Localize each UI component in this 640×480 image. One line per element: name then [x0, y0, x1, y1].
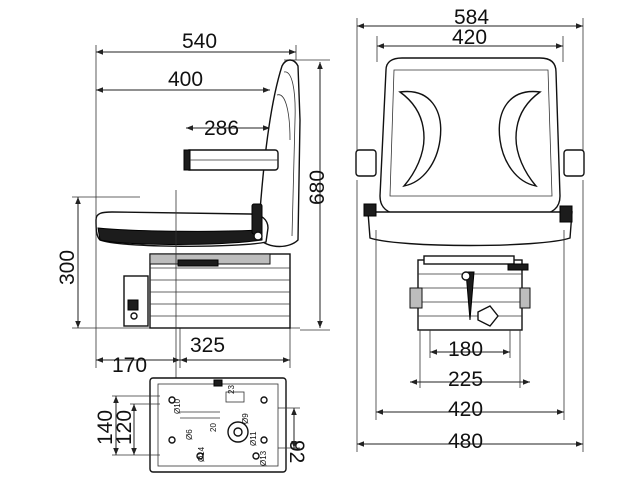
- side-view: 540 400 286 680 300 170 325: [56, 30, 330, 380]
- dim-400: 400: [168, 68, 203, 91]
- dim-420-top: 420: [452, 26, 487, 49]
- base-plate: [149, 377, 287, 473]
- side-suspension: [149, 253, 291, 329]
- dim-480: 480: [448, 430, 483, 453]
- label-23: 23: [227, 385, 236, 394]
- hole-11: Ø11: [249, 431, 258, 446]
- dim-300: 300: [56, 250, 79, 285]
- front-left-crescent: [398, 90, 442, 188]
- hole-9: Ø9: [241, 413, 250, 424]
- dim-92: 92: [285, 440, 308, 463]
- dim-680: 680: [306, 170, 329, 205]
- front-view: 584 420: [355, 6, 585, 453]
- front-backrest: [379, 57, 561, 215]
- dim-140: 140: [94, 410, 117, 445]
- dim-180: 180: [448, 338, 483, 361]
- dim-325: 325: [190, 334, 225, 357]
- dim-225: 225: [448, 368, 483, 391]
- hole-14: Ø14: [197, 446, 206, 462]
- dim-170: 170: [112, 354, 147, 377]
- dim-540: 540: [182, 30, 217, 53]
- dim-286: 286: [204, 117, 239, 140]
- hole-6: Ø6: [185, 429, 194, 440]
- dim-420-bottom: 420: [448, 398, 483, 421]
- base-plate-view: 23 20 Ø10 Ø9 Ø6 Ø11 Ø14 Ø13 140 120 92: [94, 377, 308, 473]
- front-seat: [367, 211, 573, 247]
- front-right-crescent: [498, 90, 542, 188]
- dim-584: 584: [454, 6, 489, 29]
- dim-120: 120: [113, 410, 136, 445]
- hole-13: Ø13: [259, 450, 268, 466]
- hole-10: Ø10: [173, 398, 182, 414]
- label-20: 20: [209, 423, 218, 432]
